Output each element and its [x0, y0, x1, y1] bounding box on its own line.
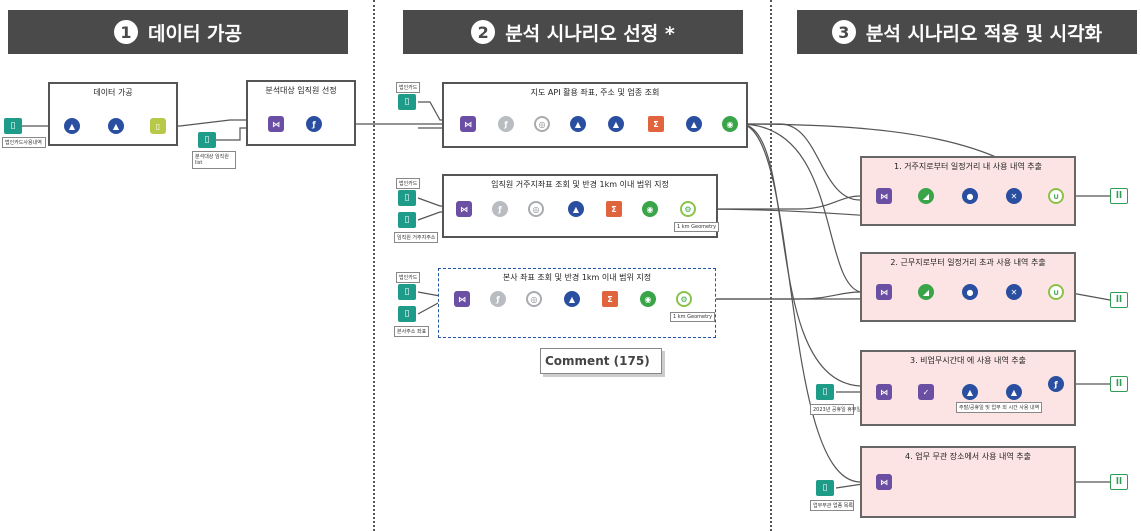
formula-tool-icon[interactable]: ƒ: [492, 201, 508, 217]
spatial-tool-icon[interactable]: ◉: [640, 291, 656, 307]
sample-tool-icon[interactable]: ◎: [526, 291, 542, 307]
section-divider-1: [373, 0, 375, 531]
container-title: 지도 API 활용 좌표, 주소 및 업종 조회: [530, 88, 660, 97]
select-tool-icon[interactable]: ▯: [150, 118, 166, 134]
container-target-select[interactable]: 분석대상 임직원 선정: [246, 80, 356, 146]
join-tool-icon[interactable]: ⋈: [876, 474, 892, 490]
filter-tool-icon[interactable]: ▲: [570, 116, 586, 132]
input-label-holidays: 2023년 공휴일 휴무일 목록: [810, 404, 872, 415]
formula-tool-icon[interactable]: ƒ: [490, 291, 506, 307]
filter-tool-icon[interactable]: ▲: [64, 118, 80, 134]
input-label-unrelated: 업무무관 업종 목록: [810, 500, 854, 511]
join-tool-icon[interactable]: ⋈: [454, 291, 470, 307]
filter-tool-icon[interactable]: ▲: [1006, 384, 1022, 400]
formula-tool-icon[interactable]: ƒ: [306, 116, 322, 132]
summarize-tool-icon[interactable]: Σ: [606, 201, 622, 217]
join-tool-icon[interactable]: ⋈: [876, 188, 892, 204]
input-label-office-a: 법인카드: [396, 272, 421, 283]
input-label-home-a: 법인카드: [396, 178, 421, 189]
input-book-icon[interactable]: ▯: [398, 190, 416, 206]
sort-tool-icon[interactable]: ✕: [1006, 284, 1022, 300]
section-title-3: 분석 시나리오 적용 및 시각화: [865, 22, 1103, 45]
select-tool-icon[interactable]: ✓: [918, 384, 934, 400]
output-icon[interactable]: ll: [1110, 376, 1128, 392]
step-number-1: 1: [113, 20, 138, 44]
section-divider-2: [770, 0, 772, 531]
input-book-icon[interactable]: ▯: [198, 132, 216, 148]
section-header-1: 1 데이터 가공: [8, 10, 348, 54]
container-home-coord[interactable]: 임직원 거주지좌표 조회 및 반경 1km 이내 범위 지정: [442, 174, 718, 238]
join-tool-icon[interactable]: ⋈: [456, 201, 472, 217]
sample-tool-icon[interactable]: ◎: [528, 201, 544, 217]
geometry-tag: 1 km Geometry: [670, 312, 716, 322]
input-label-home-b: 임직원 거주지주소: [394, 232, 439, 243]
join-tool-icon[interactable]: ⋈: [460, 116, 476, 132]
filter-tool-icon[interactable]: ▲: [108, 118, 124, 134]
join-tool-icon[interactable]: ⋈: [876, 384, 892, 400]
container-title: 3. 비업무시간대 에 사용 내역 추출: [909, 356, 1027, 365]
input-book-icon[interactable]: ▯: [398, 306, 416, 322]
formula-tool-icon[interactable]: ●: [962, 284, 978, 300]
buffer-tool-icon[interactable]: ⚙: [676, 291, 692, 307]
output-icon[interactable]: ll: [1110, 188, 1128, 204]
sample-tool-icon[interactable]: ◎: [534, 116, 550, 132]
filter-tool-icon[interactable]: ▲: [962, 384, 978, 400]
summarize-tool-icon[interactable]: Σ: [602, 291, 618, 307]
spatial-match-icon[interactable]: ◢: [918, 284, 934, 300]
buffer-tool-icon[interactable]: ⚙: [680, 201, 696, 217]
formula-tool-icon[interactable]: ƒ: [498, 116, 514, 132]
container-title: 본사 좌표 조회 및 반경 1km 이내 범위 지정: [502, 273, 652, 282]
container-title: 분석대상 임직원 선정: [265, 86, 337, 95]
container-title: 임직원 거주지좌표 조회 및 반경 1km 이내 범위 지정: [491, 180, 669, 189]
step-number-2: 2: [471, 20, 496, 44]
input-label-api: 법인카드: [396, 82, 421, 93]
union-tool-icon[interactable]: ∪: [1048, 188, 1064, 204]
input-book-icon[interactable]: ▯: [816, 384, 834, 400]
input-book-icon[interactable]: ▯: [398, 212, 416, 228]
section-header-2: 2 분석 시나리오 선정 *: [403, 10, 743, 54]
output-icon[interactable]: ll: [1110, 292, 1128, 308]
container-title: 2. 근무지로부터 일정거리 초과 사용 내역 추출: [890, 258, 1046, 267]
filter-tool-icon[interactable]: ▲: [608, 116, 624, 132]
section-title-1: 데이터 가공: [147, 22, 242, 45]
container-title: 1. 거주지로부터 일정거리 내 사용 내역 추출: [893, 162, 1042, 171]
input-book-icon[interactable]: ▯: [816, 480, 834, 496]
formula-tool-icon[interactable]: ƒ: [1048, 376, 1064, 392]
step-number-3: 3: [831, 20, 856, 44]
spatial-tool-icon[interactable]: ◉: [642, 201, 658, 217]
container-api-convert[interactable]: 지도 API 활용 좌표, 주소 및 업종 조회: [442, 82, 748, 148]
section-title-2: 분석 시나리오 선정 *: [505, 22, 675, 45]
spatial-tool-icon[interactable]: ◉: [722, 116, 738, 132]
container-scenario-4[interactable]: 4. 업무 무관 장소에서 사용 내역 추출: [860, 446, 1076, 518]
filter-tool-icon[interactable]: ▲: [686, 116, 702, 132]
input-label-card: 법인카드사용내역: [2, 137, 46, 148]
filter-tool-icon[interactable]: ▲: [568, 201, 584, 217]
join-tool-icon[interactable]: ⋈: [268, 116, 284, 132]
summarize-tool-icon[interactable]: Σ: [648, 116, 664, 132]
formula-tool-icon[interactable]: ●: [962, 188, 978, 204]
filter-tool-icon[interactable]: ▲: [564, 291, 580, 307]
input-label-office-b: 본사주소 좌표: [394, 326, 430, 337]
s3-filter-tag: 주말/공휴일 및 업무 외 시간 사용 내역: [956, 402, 1043, 413]
comment-box[interactable]: Comment (175): [540, 348, 662, 374]
spatial-match-icon[interactable]: ◢: [918, 188, 934, 204]
input-label-employees: 분석대상 임직원 list: [192, 151, 236, 169]
container-title: 4. 업무 무관 장소에서 사용 내역 추출: [905, 452, 1031, 461]
input-book-icon[interactable]: ▯: [398, 94, 416, 110]
input-book-icon[interactable]: ▯: [398, 284, 416, 300]
sort-tool-icon[interactable]: ✕: [1006, 188, 1022, 204]
section-header-3: 3 분석 시나리오 적용 및 시각화: [797, 10, 1137, 54]
join-tool-icon[interactable]: ⋈: [876, 284, 892, 300]
input-book-icon[interactable]: ▯: [4, 118, 22, 134]
container-data-process[interactable]: 데이터 가공: [48, 82, 178, 146]
geometry-tag: 1 km Geometry: [674, 222, 720, 232]
output-icon[interactable]: ll: [1110, 474, 1128, 490]
container-title: 데이터 가공: [93, 88, 133, 97]
union-tool-icon[interactable]: ∪: [1048, 284, 1064, 300]
